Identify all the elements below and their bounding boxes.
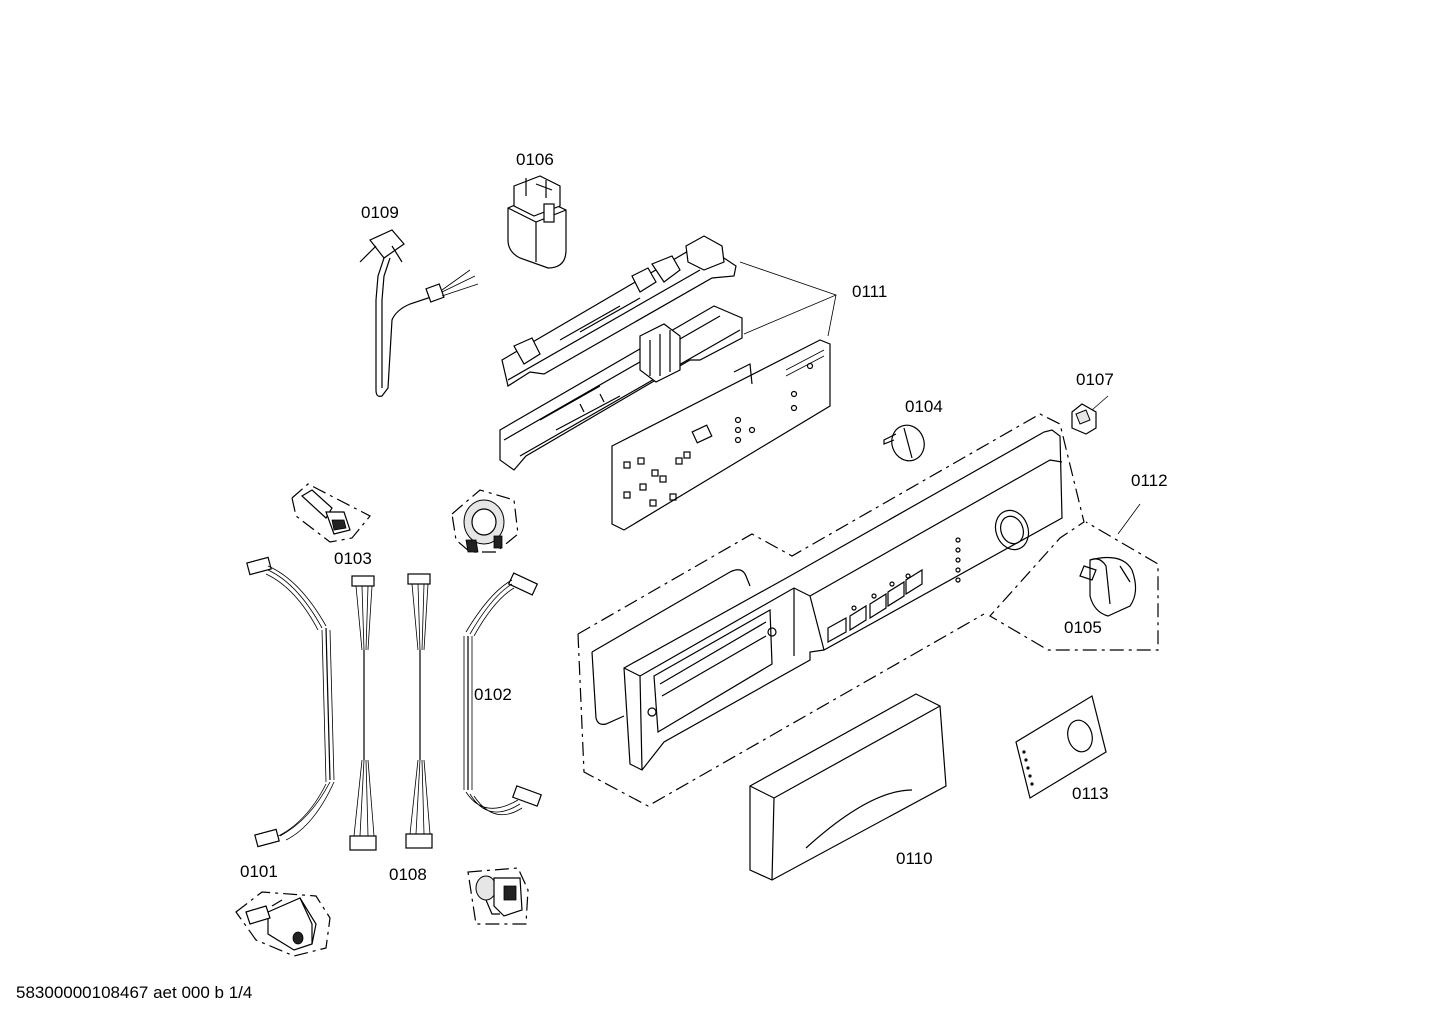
- label-0111: 0111: [852, 282, 887, 301]
- module-rail-lower-part: [499, 305, 743, 471]
- wire-harness-0103-part: [349, 575, 377, 851]
- valve-0101-part: [235, 891, 331, 957]
- diagram-footer-code: 58300000108467 aet 000 b 1/4: [16, 983, 252, 1002]
- panel-assembly-outline-lower: [577, 613, 985, 807]
- label-0112: 0112: [1131, 471, 1168, 490]
- small-bracket-0107-part: [1071, 395, 1109, 435]
- drawer-handle-0110-part: [749, 693, 947, 881]
- label-0101: 0101: [240, 862, 278, 881]
- knob-0104-part: [883, 424, 925, 462]
- label-0113: 0113: [1072, 784, 1109, 803]
- label-0106: 0106: [516, 150, 554, 169]
- pressure-switch-part: [451, 489, 519, 553]
- label-0104: 0104: [905, 397, 943, 416]
- valve-0108-part: [467, 867, 529, 925]
- label-0107: 0107: [1076, 370, 1114, 389]
- wire-harness-0102-part: [463, 572, 543, 816]
- panel-assembly-outline: [577, 413, 1159, 651]
- label-0109: 0109: [361, 203, 399, 222]
- part-labels: 0106 0109 0111 0107 0104 0112 0103 0105 …: [240, 150, 1168, 884]
- control-pcb-part: [611, 339, 831, 531]
- power-cord-part: [359, 229, 479, 397]
- knob-0105-part: [1079, 557, 1137, 617]
- module-rail-upper-part: [501, 235, 737, 387]
- label-0108: 0108: [389, 865, 427, 884]
- sensor-0103-part: [291, 483, 371, 543]
- label-sheet-0113-part: [1015, 695, 1107, 799]
- leader-0111: [739, 261, 837, 337]
- label-0105: 0105: [1064, 618, 1102, 637]
- wire-harness-0101-part: [246, 556, 335, 848]
- label-0103: 0103: [334, 549, 372, 568]
- interference-filter-part: [507, 175, 567, 269]
- label-0102: 0102: [474, 685, 512, 704]
- leader-0112: [1117, 503, 1141, 535]
- wire-harness-0108-part: [405, 573, 433, 849]
- label-0110: 0110: [896, 849, 933, 868]
- control-panel-fascia-part: [591, 429, 1063, 771]
